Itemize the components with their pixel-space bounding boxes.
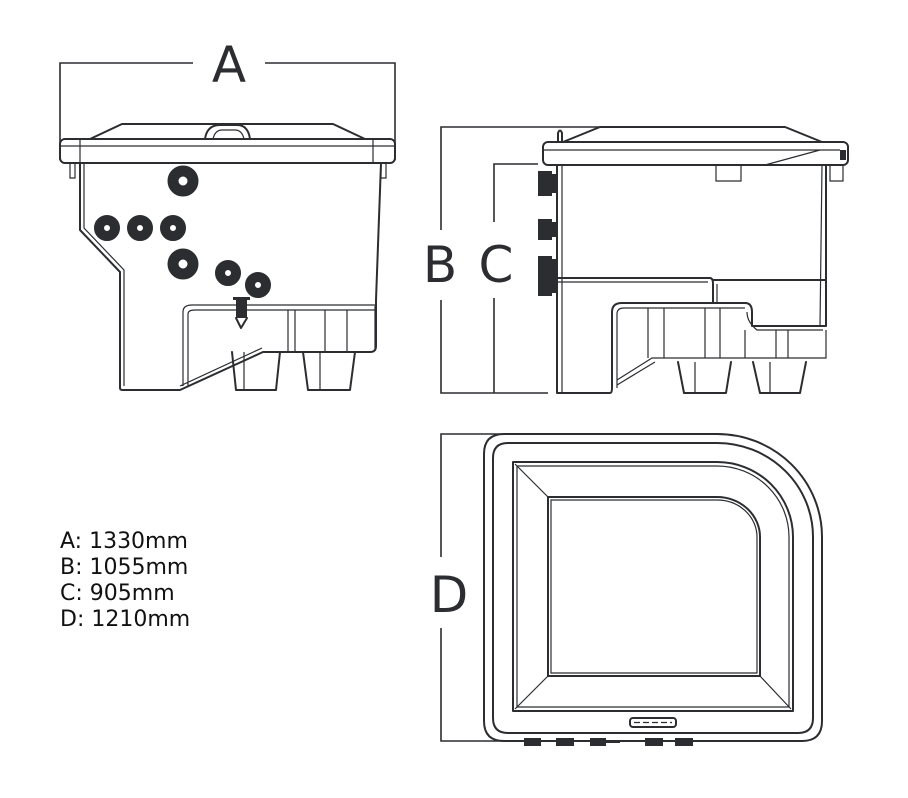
top-outline: [483, 433, 823, 742]
dimension-label-a: A: [212, 36, 246, 94]
dimension-label-d: D: [430, 566, 469, 624]
side-lid: [542, 126, 849, 182]
top-handle: [629, 717, 677, 728]
dimension-a: A: [59, 36, 396, 160]
spec-d: D: 1210mm: [60, 607, 190, 632]
drain-valve: [233, 297, 250, 329]
dimension-c: C: [479, 163, 538, 393]
front-body: [79, 162, 382, 391]
side-connectors: [538, 171, 557, 296]
spec-c: C: 905mm: [60, 581, 175, 606]
dimension-label-c: C: [479, 236, 514, 294]
dimension-d: D: [430, 433, 606, 742]
front-ports: [94, 165, 271, 298]
spec-b: B: 1055mm: [60, 555, 188, 580]
dimension-specs: A: 1330mm B: 1055mm C: 905mm D: 1210mm: [60, 529, 190, 632]
side-view: B C: [423, 126, 849, 394]
spec-a: A: 1330mm: [60, 529, 188, 554]
dimension-label-b: B: [423, 236, 457, 294]
front-lid: [59, 123, 396, 179]
side-body: [556, 164, 827, 394]
front-view: A: [59, 36, 396, 391]
dimension-b: B: [423, 126, 602, 394]
top-connectors: [524, 738, 693, 746]
top-view: D: [430, 433, 823, 746]
